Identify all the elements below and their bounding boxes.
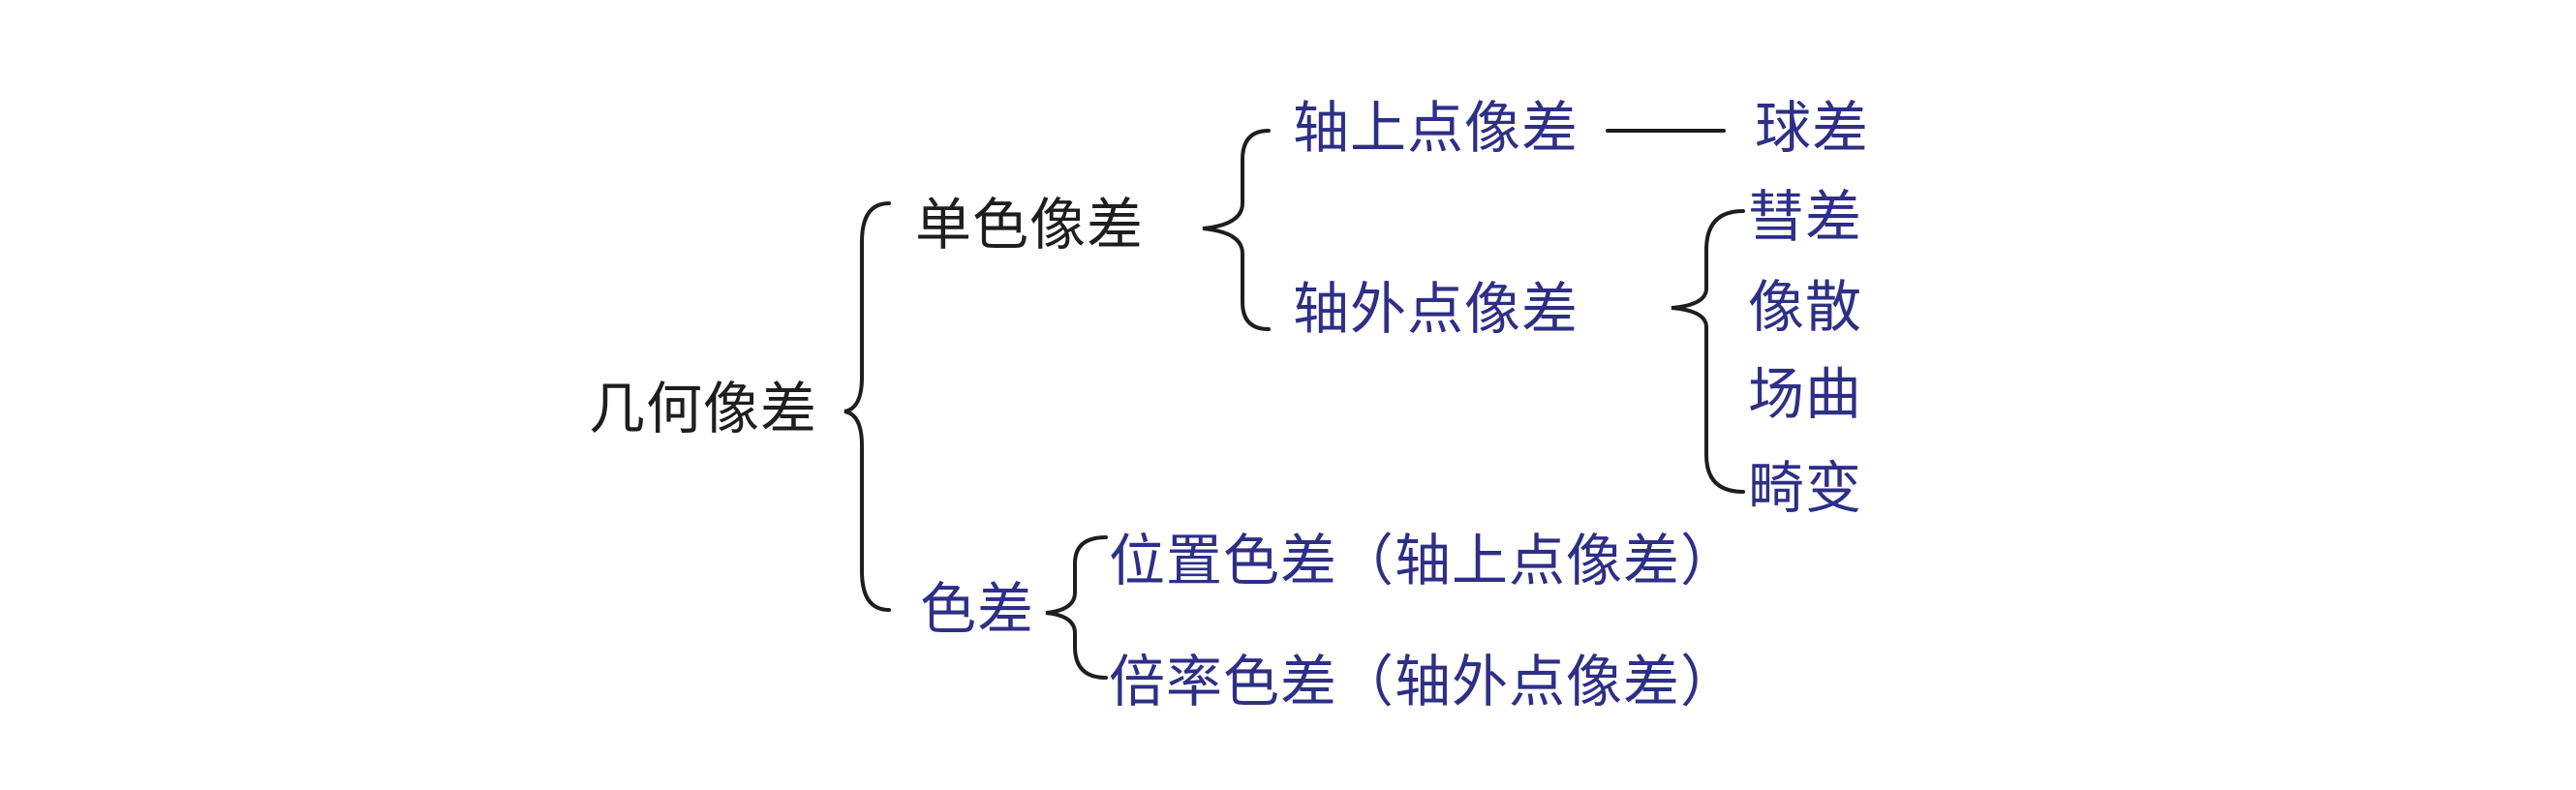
off-axis-brace	[1671, 209, 1745, 494]
chromatic-brace	[1045, 535, 1108, 680]
off-axis-label: 轴外点像差	[1293, 276, 1579, 342]
coma-label: 彗差	[1748, 184, 1863, 250]
root-label: 几何像差	[589, 376, 818, 441]
lateral-chromatic-label: 倍率色差（轴外点像差）	[1109, 649, 1738, 714]
chromatic-label: 色差	[920, 576, 1035, 642]
field-curvature-label: 场曲	[1748, 361, 1863, 427]
astigmatism-label: 像散	[1748, 274, 1863, 340]
root-brace	[843, 201, 891, 612]
on-axis-label: 轴上点像差	[1293, 95, 1579, 161]
monochromatic-label: 单色像差	[915, 192, 1145, 258]
longitudinal-chromatic-label: 位置色差（轴上点像差）	[1109, 528, 1738, 593]
distortion-label: 畸变	[1748, 455, 1863, 521]
monochromatic-brace	[1202, 129, 1271, 331]
spherical-aberration-label: 球差	[1755, 95, 1870, 161]
